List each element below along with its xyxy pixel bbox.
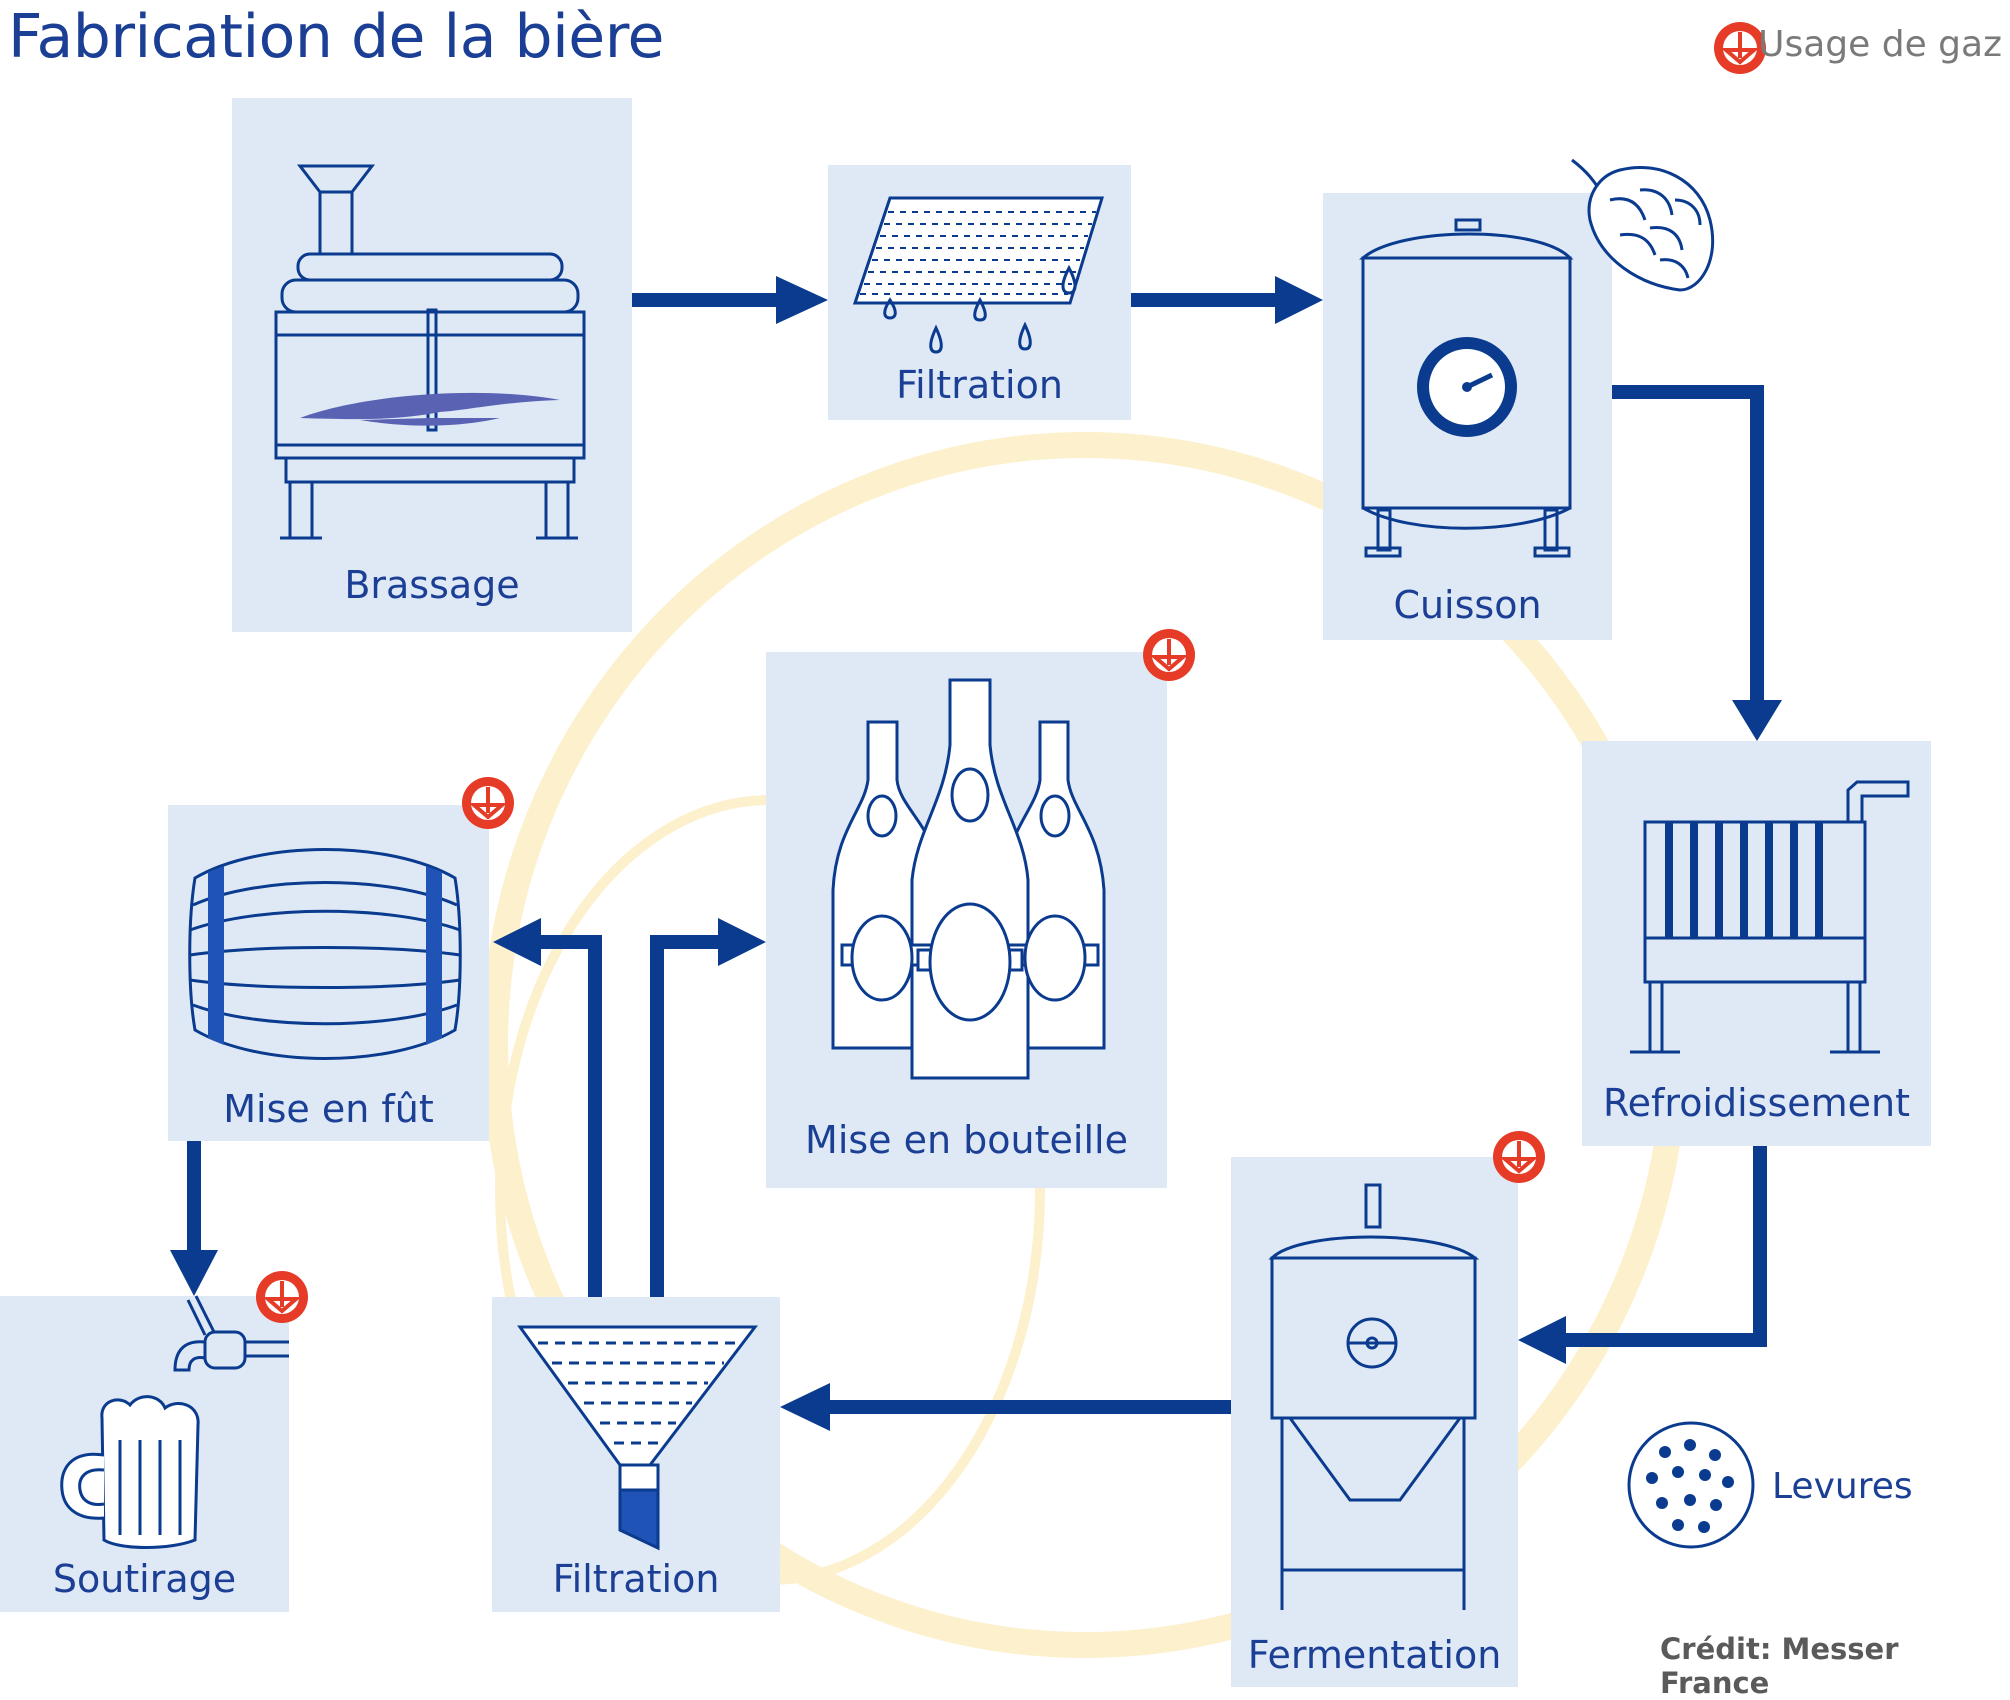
label-cuisson: Cuisson [1393,583,1542,627]
mash-tun-icon [274,164,586,540]
barrel-hoops-icon [208,866,442,1045]
credit-text: Crédit: Messer France [1660,1632,1899,1700]
label-mise-en-fut: Mise en fût [223,1087,434,1131]
step-refroidissement [1582,741,1931,1146]
pressure-gauge-icon [1417,337,1517,437]
beer-tap-icon [173,1295,289,1372]
step-brassage [232,98,632,632]
brew-kettle-icon [1358,218,1574,558]
label-filtration-1: Filtration [896,363,1063,407]
label-soutirage: Soutirage [52,1557,237,1601]
bottles-icon [831,678,1106,1080]
process-arrows [170,276,1782,1431]
gas-usage-legend-label: Usage de gaz [1758,24,2002,65]
step-fermentation [1231,1157,1518,1687]
label-fermentation: Fermentation [1247,1633,1502,1677]
barrel-icon [188,848,462,1060]
label-filtration-2: Filtration [552,1557,720,1601]
cooling-plates-icon [1665,822,1823,938]
gas-usage-marker-icons [256,629,1545,1323]
yeast-legend-label: Levures [1772,1466,1913,1507]
heat-exchanger-icon [1630,780,1910,1054]
beer-mug-icon [60,1395,200,1549]
yeast-cells-icon [1646,1439,1734,1533]
funnel-filter-icon [517,1325,759,1551]
label-brassage: Brassage [344,563,520,607]
mixer-blade-icon [300,392,560,426]
label-refroidissement: Refroidissement [1602,1081,1911,1125]
fermentation-tank-icon [1268,1183,1480,1610]
label-mise-en-bouteille: Mise en bouteille [805,1118,1128,1162]
yeast-icon [1627,1421,1755,1549]
gas-usage-icon [1714,22,1766,74]
page-title: Fabrication de la bière [8,2,664,72]
filter-plate-icon [852,196,1105,354]
hop-cone-icon [1571,158,1715,292]
